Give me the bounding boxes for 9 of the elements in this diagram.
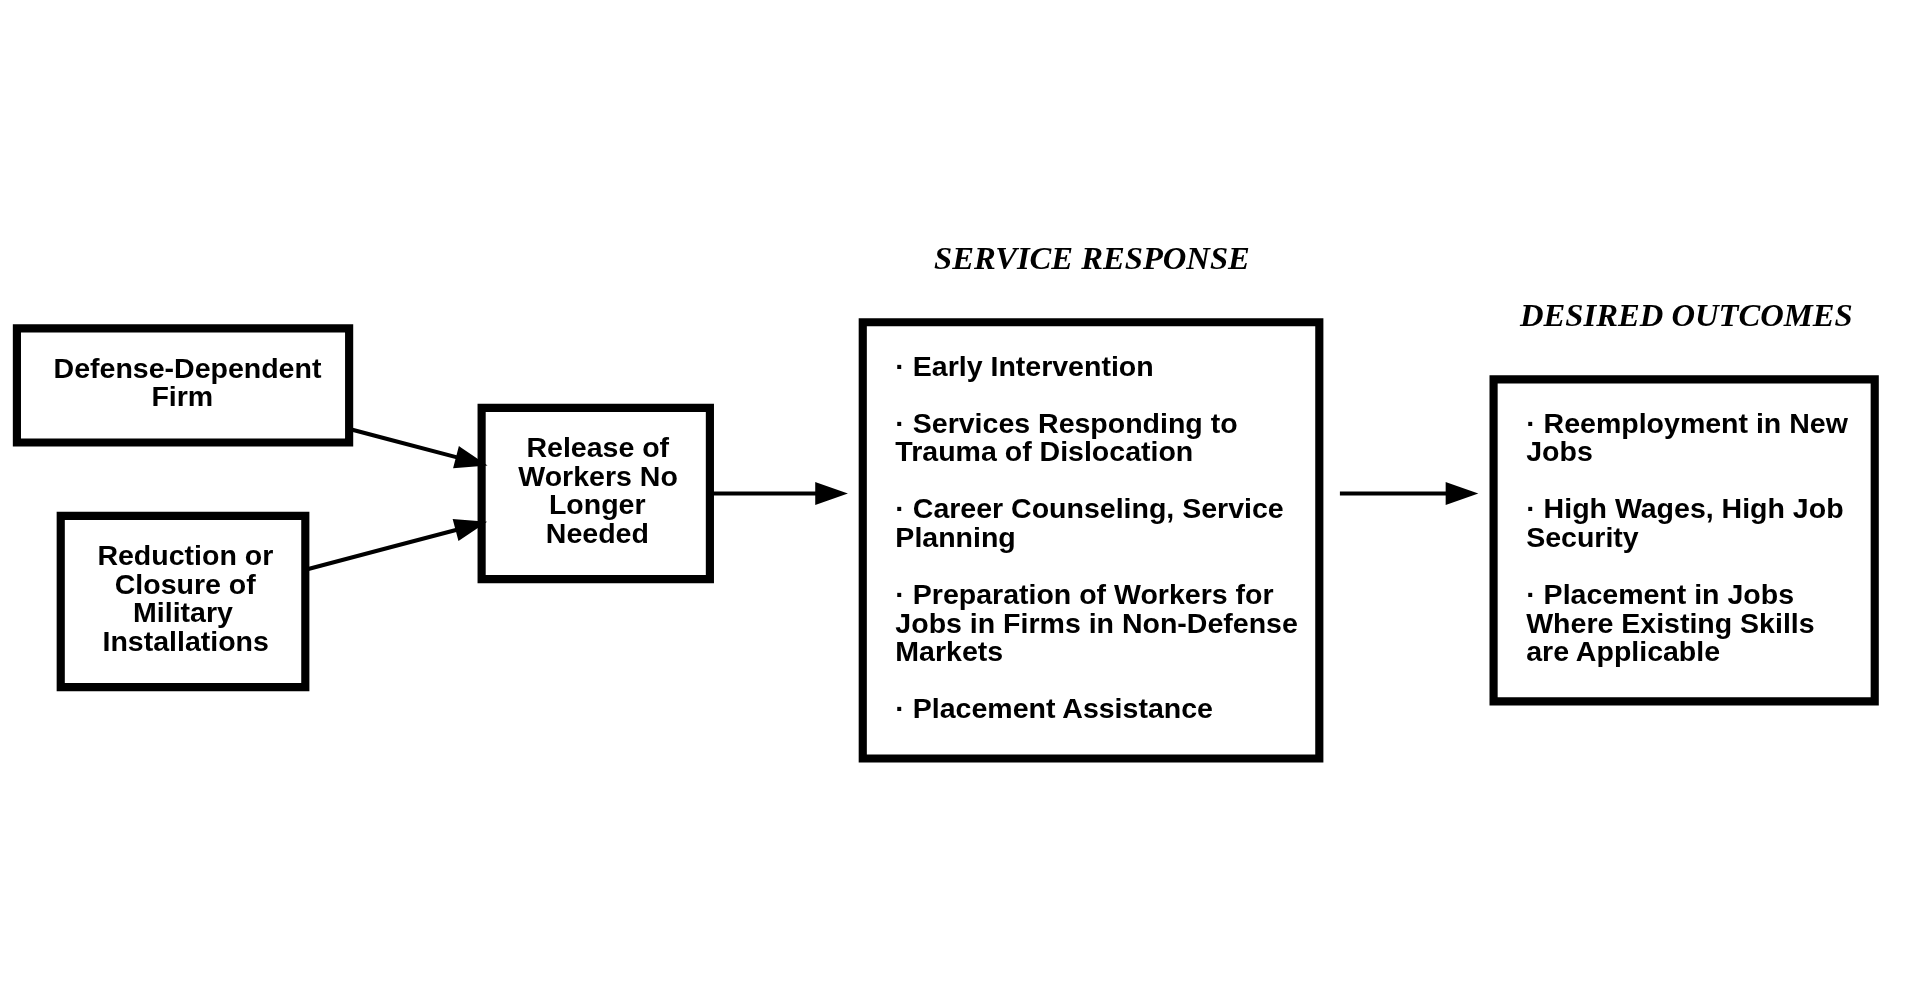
node-box: · Early Intervention · Services Responding to Trauma of Dislocation · Career Counseling, Service Planning · Preparation of Workers for Jobs in Firms in Non-Defense Markets · Placement Assistance: [858, 317, 1324, 763]
node-box: Release of Workers No Longer Needed: [477, 403, 714, 583]
node-label: DESIRED OUTCOMES: [1520, 296, 1853, 333]
node-box: · Reemployment in New Jobs · High Wages, High Job Security · Placement in Jobs Where Existing Skills are Applicable: [1489, 374, 1879, 705]
node-box: Defense-Dependent Firm: [12, 323, 354, 447]
node-label: SERVICE RESPONSE: [934, 239, 1250, 276]
node-box: Reduction or Closure of Military Installations: [56, 511, 310, 691]
arrow: [710, 481, 848, 505]
arrow: [1339, 481, 1479, 505]
